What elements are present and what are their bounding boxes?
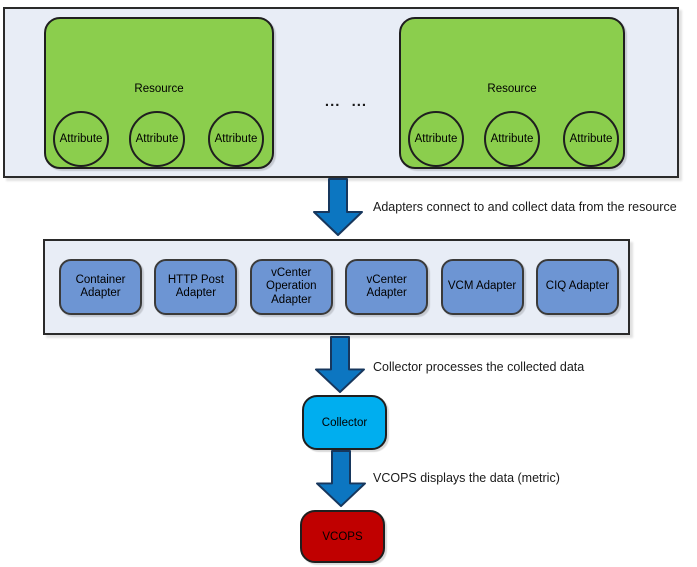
- resource-label: Resource: [134, 83, 184, 95]
- adapter-box-container: Container Adapter: [59, 259, 142, 315]
- attribute-circle: Attribute: [484, 111, 540, 167]
- attribute-circle: Attribute: [408, 111, 464, 167]
- adapter-box-vcenter: vCenter Adapter: [345, 259, 429, 315]
- attribute-circle: Attribute: [53, 111, 109, 167]
- arrow-caption: VCOPS displays the data (metric): [373, 471, 560, 485]
- attribute-circle: Attribute: [563, 111, 619, 167]
- arrow-caption: Adapters connect to and collect data fro…: [373, 200, 677, 214]
- adapter-box-ciq: CIQ Adapter: [535, 259, 619, 315]
- arrow-caption: Collector processes the collected data: [373, 360, 585, 374]
- attribute-circle: Attribute: [208, 111, 264, 167]
- resource-box: Resource Attribute Attribute Attribute: [399, 17, 625, 169]
- resources-panel: Resource Attribute Attribute Attribute .…: [3, 7, 679, 178]
- adapter-box-vcenter-operation: vCenter Operation Adapter: [249, 259, 333, 315]
- down-arrow-icon: [316, 450, 366, 508]
- adapters-panel: Container Adapter HTTP Post Adapter vCen…: [43, 239, 630, 335]
- resource-label: Resource: [487, 83, 537, 95]
- attribute-circle: Attribute: [129, 111, 185, 167]
- adapter-box-vcm: VCM Adapter: [440, 259, 524, 315]
- more-resources-ellipsis: ... ...: [324, 93, 368, 110]
- down-arrow-icon: [315, 336, 365, 394]
- collector-node: Collector: [302, 395, 387, 450]
- adapter-box-http-post: HTTP Post Adapter: [154, 259, 238, 315]
- resource-box: Resource Attribute Attribute Attribute: [44, 17, 274, 169]
- down-arrow-icon: [313, 178, 363, 236]
- vcops-node: VCOPS: [300, 510, 385, 563]
